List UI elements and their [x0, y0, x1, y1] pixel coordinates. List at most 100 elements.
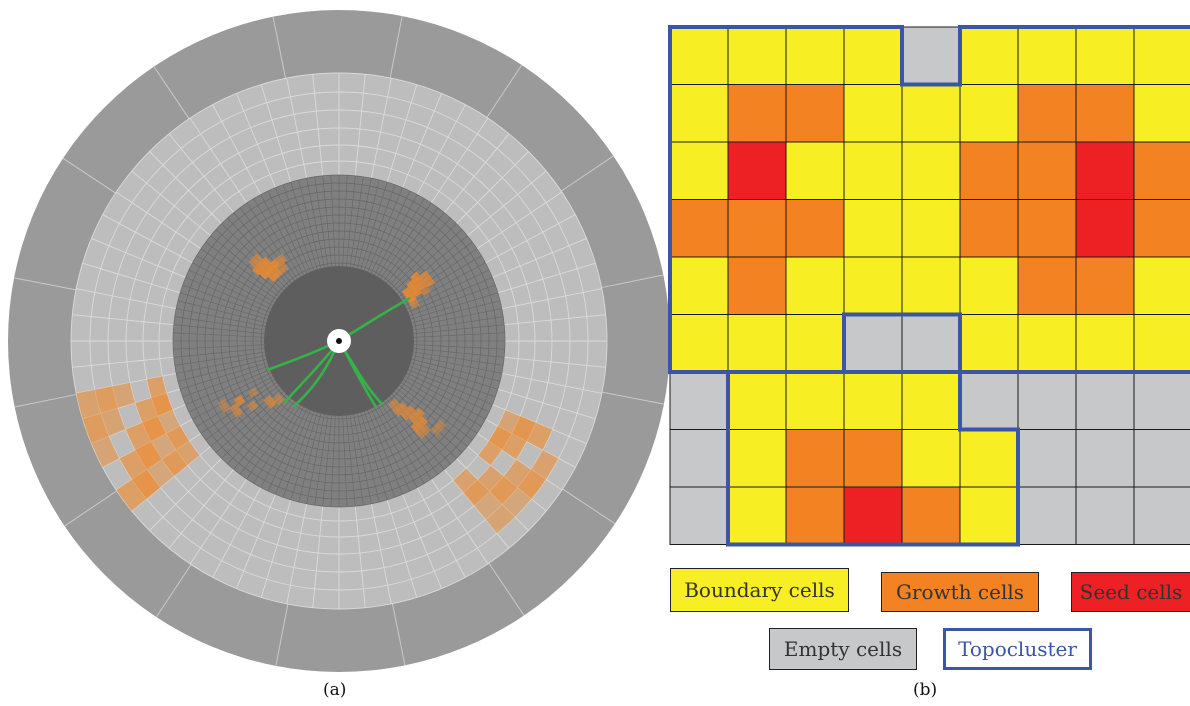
inner-ring-spoke: [260, 407, 304, 488]
inner-ring-spoke: [246, 403, 298, 480]
inner-ring-spoke: [403, 379, 482, 427]
energy-deposit-cell: [274, 253, 287, 266]
growth-cell: [1075, 84, 1135, 143]
legend-topocluster: Topocluster: [943, 628, 1092, 670]
middle-ring-spoke: [260, 499, 292, 598]
middle-ring-spoke: [443, 133, 510, 213]
boundary-cell: [843, 256, 903, 315]
inner-ring-spoke: [267, 190, 308, 274]
inner-ring-spoke: [314, 176, 329, 267]
inner-ring-spoke: [177, 300, 267, 324]
boundary-cell: [959, 256, 1019, 315]
middle-ring-spoke: [286, 503, 308, 604]
inner-ring-spoke: [246, 202, 298, 279]
growth-cell: [959, 141, 1019, 200]
outer-ring-divider: [601, 391, 665, 405]
boundary-cell: [843, 84, 903, 143]
middle-ring-spoke: [91, 238, 186, 278]
boundary-cell: [901, 84, 961, 143]
inner-ring-spoke: [401, 382, 478, 434]
boundary-cell: [1075, 314, 1135, 373]
middle-ring-spoke: [115, 191, 202, 250]
outer-ring-divider: [272, 16, 287, 79]
boundary-cell: [1017, 314, 1077, 373]
middle-ring-spoke: [131, 170, 211, 237]
inner-ring-spoke: [253, 198, 301, 277]
energy-deposit-cell: [151, 393, 173, 417]
inner-ring-spoke: [349, 415, 364, 506]
middle-ring-spoke: [72, 356, 174, 368]
inner-ring-spoke: [391, 223, 457, 289]
middle-ring-spoke: [492, 404, 587, 444]
middle-ring-spoke: [416, 487, 466, 578]
middle-ring-spoke: [504, 356, 606, 368]
middle-ring-spoke: [149, 458, 222, 531]
inner-ring-spoke: [360, 412, 388, 500]
middle-ring-spoke: [370, 503, 392, 604]
middle-ring-spoke: [236, 93, 276, 188]
inner-ring-spoke: [410, 292, 498, 320]
inner-ring-spoke: [173, 348, 265, 358]
energy-deposit-cell: [393, 402, 409, 417]
boundary-cell: [901, 256, 961, 315]
inner-ring-spoke: [353, 178, 372, 268]
middle-ring-spoke: [354, 506, 366, 608]
inner-ring-spoke: [176, 308, 266, 327]
middle-ring-spoke: [430, 478, 489, 565]
inner-ring-spoke: [408, 277, 493, 313]
middle-ring-spoke: [168, 469, 235, 549]
inner-ring-spoke: [188, 372, 272, 413]
inner-ring-spoke: [411, 358, 501, 382]
energy-deposit-cell: [119, 449, 147, 480]
empty-cell: [1017, 371, 1077, 430]
middle-ring-spoke: [286, 78, 308, 179]
inner-ring-spoke: [239, 401, 295, 475]
energy-deposit-cell: [251, 256, 271, 276]
inner-ring-spoke: [173, 324, 265, 334]
middle-ring-spoke: [131, 445, 211, 512]
energy-deposit-cell: [142, 416, 167, 442]
energy-deposit-cell: [135, 397, 158, 423]
boundary-cell: [901, 141, 961, 200]
outer-ring-divider: [391, 603, 406, 666]
inner-ring-spoke: [192, 262, 273, 306]
outer-ring-divider: [14, 393, 77, 408]
energy-deposit-cell: [497, 409, 521, 434]
boundary-cell: [669, 314, 729, 373]
energy-deposit-cell: [217, 399, 231, 414]
middle-ring-spoke: [402, 494, 442, 589]
legend-boundary-cells: Boundary cells: [670, 568, 849, 612]
inner-ring-spoke: [399, 385, 473, 441]
inner-ring-spoke: [374, 194, 418, 275]
energy-deposit-cell: [277, 262, 289, 274]
middle-ring-spoke: [212, 104, 262, 195]
boundary-cell: [959, 314, 1019, 373]
middle-ring-spoke: [402, 93, 442, 188]
energy-deposit-cell: [116, 479, 147, 512]
empty-cell: [1075, 486, 1135, 545]
energy-deposit-cell: [406, 279, 423, 297]
boundary-cell: [727, 26, 787, 85]
inner-ring-spoke: [363, 411, 396, 498]
middle-ring-spoke: [149, 151, 222, 224]
cell-grid: [669, 26, 1190, 545]
inner-ring-spoke: [227, 396, 289, 465]
middle-ring-spoke: [386, 499, 418, 598]
energy-deposit-cell: [474, 491, 503, 520]
inner-ring-spoke: [383, 401, 439, 475]
empty-cell: [1133, 486, 1190, 545]
inner-ring-spoke: [306, 414, 325, 504]
middle-ring-spoke: [386, 84, 418, 183]
energy-deposit-cell: [402, 286, 417, 304]
middle-ring-spoke: [476, 191, 563, 250]
inner-ring-spoke: [196, 255, 275, 303]
empty-cell: [1075, 371, 1135, 430]
inner-ring-spoke: [176, 355, 266, 374]
energy-deposit-cell: [131, 469, 161, 499]
inner-ring-spoke: [356, 179, 380, 269]
seed-cell: [727, 141, 787, 200]
boundary-cell: [959, 26, 1019, 85]
energy-deposit-cell: [247, 400, 259, 412]
inner-ring-spoke: [188, 269, 272, 310]
legend-boundary-label: Boundary cells: [684, 578, 835, 602]
